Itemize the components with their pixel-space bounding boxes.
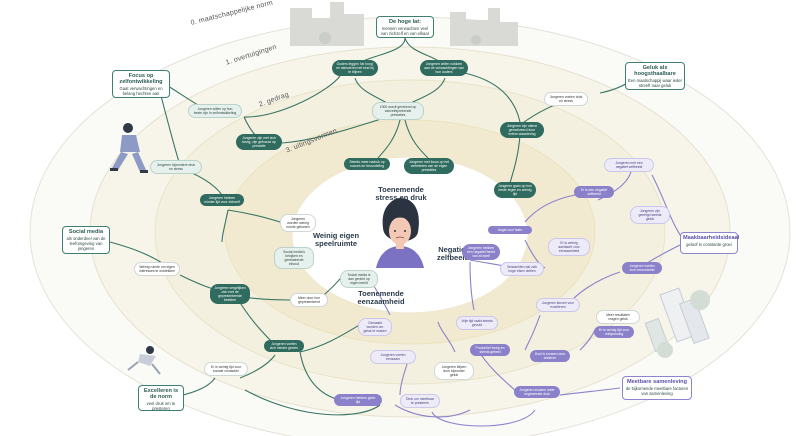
box-hoge-lat-sub: mensen verwachten veel van zichzelf en v… (380, 26, 430, 36)
box-maakbaarheid: Maakbaarheidsideaal geloof in constante … (680, 232, 740, 254)
note-29: Er is weinig tijd voor ontspanning (594, 326, 634, 338)
box-excel-title: Excelleren is de norm (143, 388, 179, 400)
note-9: Jongeren voelen druk en stress (544, 92, 588, 106)
note-27: Jongeren voelen zich veroordeeld (622, 262, 662, 274)
note-10: Jongeren gaan op hun beste tegen en wein… (494, 182, 536, 198)
city-skyline-icon (290, 2, 518, 46)
note-21: Er is een negatief zelfbeeld (574, 186, 614, 198)
note-3: Jongeren willen op hun beste zijn in zel… (188, 104, 242, 118)
box-excel-sub: veel druk om te presteren (146, 401, 176, 411)
box-maak-title: Maakbaarheidsideaal (683, 235, 740, 241)
box-focus-title: Focus op zelfontwikkeling (119, 73, 163, 85)
zone-ruimte: Weinig eigen speelruimte (312, 231, 360, 249)
note-35: Jongeren ervaren meer ongewenste druk (514, 386, 560, 398)
note-6: Steeds meer nadruk op succes en beoordel… (344, 158, 390, 170)
box-social-media: Social media als onderdeel van de leefom… (62, 226, 110, 254)
note-30: Vrije tijd raakt steeds gevuld (456, 316, 498, 330)
note-1: Ouders leggen ‘lat hoog’ en stimuleren h… (332, 60, 378, 76)
box-hoge-lat-title: De hoge lat: (388, 19, 421, 25)
box-focus-sub: Gaat verwachtingen en belang hechten aan (119, 86, 163, 96)
note-28: Jongeren kiezen voor excelleren (536, 298, 580, 312)
box-geluk-sub: Een maatschappij waar ieder streeft naar… (628, 78, 683, 88)
note-11: Jongeren bijzondere druk en stress (150, 160, 202, 174)
box-meet-title: Meetbare samenleving (626, 379, 687, 385)
green-connectors (109, 37, 633, 416)
note-33: Jongeren hebben geen tijd (334, 394, 382, 406)
falling-person-icon (127, 346, 161, 375)
note-7: Jongeren met focus op het verbeteren van… (404, 158, 454, 174)
note-12: Jongeren hebben minder tijd voor zichzel… (200, 194, 244, 206)
note-19: Jongeren voelen zich minder gezien (264, 340, 304, 352)
note-40: Jongeren blijven door bijzonder geluk (434, 362, 474, 380)
box-excelleren: Excelleren is de norm veel druk om te pr… (138, 385, 184, 411)
note-5: 1900 wordt gerekend op vanzelfsprekende … (372, 102, 424, 120)
note-24: Er is weinig aandacht voor eenzaamheid (548, 238, 590, 256)
note-34: Druk om meetbaar te presteren (400, 394, 440, 408)
note-2: Jongeren willen voldoen aan de verwachti… (420, 60, 468, 76)
box-meetbaar: Meetbare samenleving de bijkomende meetb… (622, 376, 692, 400)
box-geluk-title: Geluk als hoogsthaalbare (634, 65, 676, 77)
zone-eenzaamheid: Toenemende eenzaamheid (357, 289, 405, 307)
note-18: Social media is dan gericht op eigen bee… (340, 270, 378, 288)
box-maak-sub: geloof in constante groei (686, 242, 732, 247)
note-32: Jongeren voelen eenzaam (370, 350, 416, 364)
note-22: Jongeren met een negatief zelfbeeld (604, 158, 654, 172)
note-36: Gemaakt worden om geluk te maken (358, 318, 392, 336)
note-14: Social media’s bekijken en gerelateerde … (274, 247, 314, 269)
note-13: Jongeren worden weinig ruimte geboden (280, 214, 316, 232)
note-23: Angst voor falen (488, 226, 532, 234)
zone-stress: Toenemende stress en druk (375, 185, 427, 203)
zone-zelfbeeld: Negatief zelfbeeld (436, 245, 470, 263)
note-8: Jongeren zijn uiterst gemotiveerd door e… (500, 122, 544, 138)
note-31: Productief bezig en steeds geheel (470, 344, 510, 356)
note-16: Jongeren vergelijken zich met de geprese… (210, 284, 250, 304)
sitting-person-icon (110, 123, 148, 173)
note-37: Meer resultaten vragen geluk (596, 310, 640, 324)
box-social-sub: als onderdeel van de leefomgeving van jo… (66, 236, 106, 251)
note-4: Jongeren zijn met zich bezig, zijn gefoc… (236, 134, 282, 150)
note-39: Doel is ervaren door anderen (530, 350, 570, 362)
note-15: Weinig ruimte om eigen interesses te ont… (134, 262, 180, 276)
stressed-girl-icon (376, 198, 424, 268)
box-geluk: Geluk als hoogsthaalbare Een maatschappi… (625, 62, 685, 90)
box-hoge-lat: De hoge lat: mensen verwachten veel van … (376, 16, 434, 38)
note-38: Jongeren zijn geneigd steeds geluk (630, 206, 670, 224)
buildings-icon (644, 287, 710, 358)
note-20: Er is weinig tijd voor sociale contacten (204, 362, 248, 376)
note-26: Verwachten dat zich hoge eisen stellen (500, 262, 544, 276)
box-social-title: Social media (68, 229, 104, 235)
note-17: Meer door hun gepresenteerd (290, 293, 328, 307)
box-focus-zelfontwikkeling: Focus op zelfontwikkeling Gaat verwachti… (112, 70, 170, 98)
box-meet-sub: de bijkomende meetbare factoren van same… (625, 386, 689, 396)
note-25: Jongeren hebben een negatief beeld van z… (462, 244, 500, 260)
